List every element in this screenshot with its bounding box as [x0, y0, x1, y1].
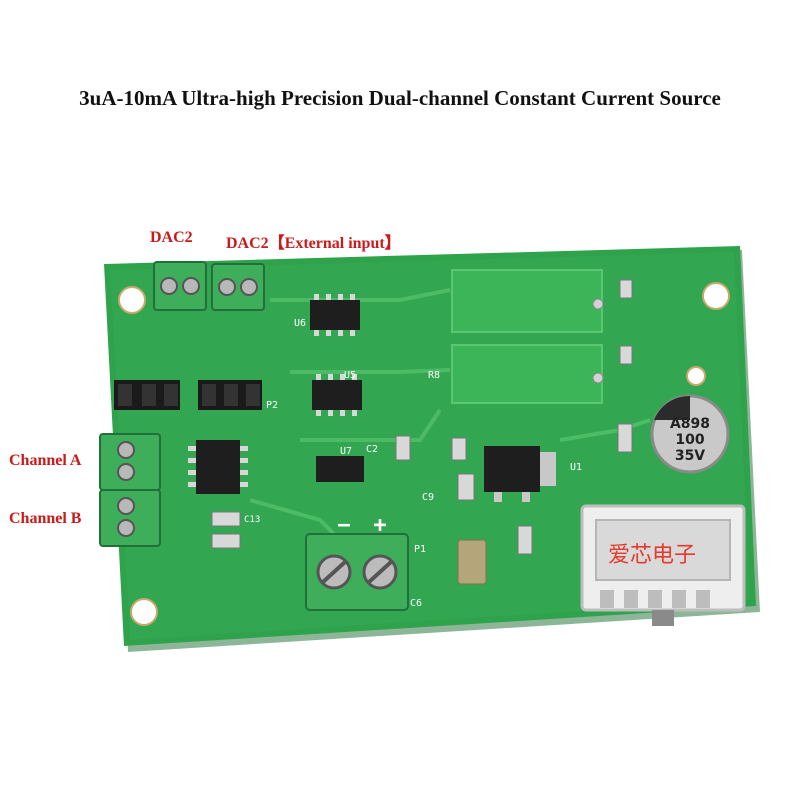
dac2-external-input-label: DAC2【External input】 — [226, 235, 401, 252]
mounting-hole-top-left — [118, 286, 146, 314]
capacitor-marking-3: 35V — [675, 448, 705, 464]
power-plus-label: + — [373, 513, 386, 538]
dac2-terminal-right — [211, 263, 265, 311]
ic-u7 — [316, 456, 364, 482]
smd-components — [211, 279, 633, 585]
capacitor-marking-2: 100 — [675, 432, 704, 448]
channel-b-terminal — [99, 489, 161, 547]
copper-pour-bottom — [451, 344, 603, 404]
power-minus-label: − — [337, 513, 350, 538]
ic-u5 — [312, 374, 362, 416]
electrolytic-capacitor: A898 100 35V — [650, 394, 730, 474]
channel-b-label: Channel B — [9, 510, 82, 527]
silk-p1: P1 — [414, 544, 426, 555]
page-title: 3uA-10mA Ultra-high Precision Dual-chann… — [79, 86, 721, 110]
channel-a-label: Channel A — [9, 452, 82, 469]
heatsink-connector — [580, 504, 746, 626]
silk-u7: U7 — [340, 446, 352, 457]
regulator-u1 — [484, 446, 556, 502]
mounting-hole-right — [686, 366, 706, 386]
silk-u5: U5 — [344, 370, 356, 381]
power-terminal — [305, 533, 409, 611]
silk-u1: U1 — [570, 462, 582, 473]
dac2-terminal-left — [153, 261, 207, 311]
mounting-hole-top-right — [702, 282, 730, 310]
ic-u6 — [310, 294, 360, 336]
silk-p2: P2 — [266, 400, 278, 411]
pin-header-left — [114, 380, 180, 410]
test-pads — [592, 298, 604, 384]
silk-u6: U6 — [294, 318, 306, 329]
silk-c2: C2 — [366, 444, 378, 455]
silk-c13: C13 — [244, 515, 260, 525]
copper-pour-top — [451, 269, 603, 333]
mounting-hole-bottom-left — [130, 598, 158, 626]
channel-a-terminal — [99, 433, 161, 491]
silk-c6: C6 — [410, 598, 422, 609]
ic-dip8 — [188, 440, 248, 494]
pin-header-right — [198, 380, 262, 410]
silk-r8: R8 — [428, 370, 440, 381]
brand-label: 爱芯电子 — [608, 543, 696, 568]
dac2-label: DAC2 — [150, 229, 193, 246]
silk-c9: C9 — [422, 492, 434, 503]
capacitor-marking-1: A898 — [670, 416, 710, 432]
